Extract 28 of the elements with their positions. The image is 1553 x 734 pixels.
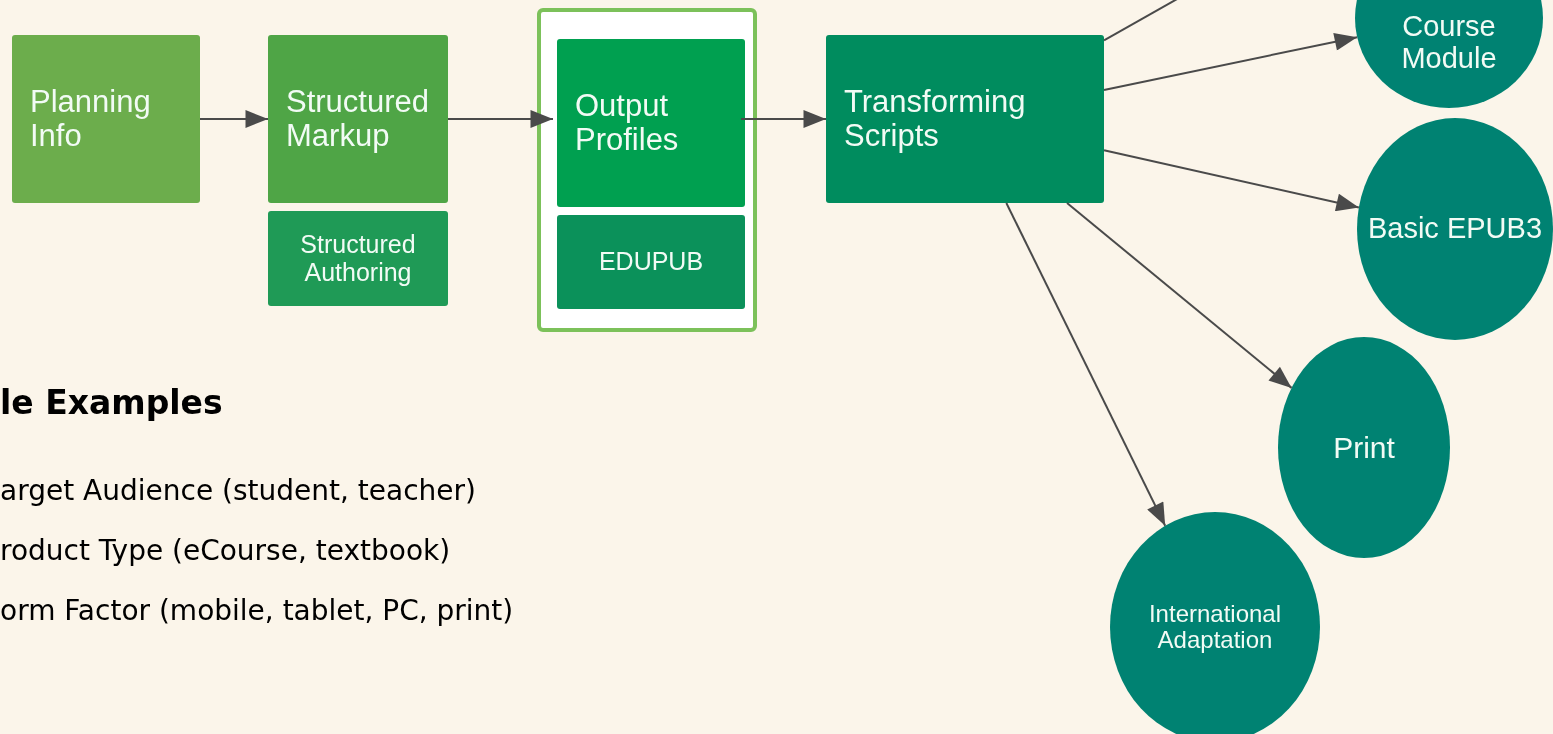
process-box <box>557 39 745 207</box>
group-frame <box>537 8 757 332</box>
arrow <box>1103 32 1359 91</box>
list-item: roduct Type (eCourse, textbook) <box>0 533 451 569</box>
process-box <box>557 215 745 309</box>
process-box <box>268 35 448 203</box>
process-box <box>12 35 200 203</box>
list-item: arget Audience (student, teacher) <box>0 473 476 509</box>
section-heading: le Examples <box>0 382 223 424</box>
arrow <box>740 110 827 128</box>
node-label: Planning Info <box>30 84 152 154</box>
node-label: EDUPUB <box>598 248 704 276</box>
arrow <box>1005 202 1167 527</box>
arrow <box>1066 202 1293 389</box>
node-label: Print <box>1332 431 1396 464</box>
node-label: Output Profiles <box>575 88 680 158</box>
node-label: International Adaptation <box>1147 600 1283 654</box>
node-label: Structured Authoring <box>299 231 417 286</box>
node-label: Basic EPUB3 <box>1366 213 1544 245</box>
list-item: orm Factor (mobile, tablet, PC, print) <box>0 593 514 629</box>
arrow <box>447 110 554 128</box>
process-box <box>826 35 1104 203</box>
arrow <box>199 110 269 128</box>
arrow <box>1103 149 1360 212</box>
node-label: Transforming Scripts <box>844 84 1027 154</box>
node-label: Structured Markup <box>286 84 430 154</box>
process-box <box>268 211 448 306</box>
node-label: Course Module <box>1400 11 1498 75</box>
